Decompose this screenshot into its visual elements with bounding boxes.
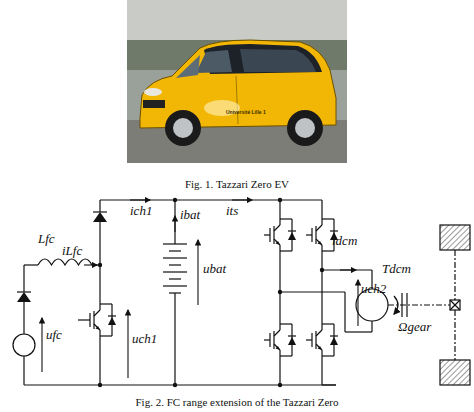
wheel — [440, 360, 470, 385]
voltage-label: uch2 — [361, 282, 386, 296]
wheel — [440, 225, 470, 250]
speed-label: Ωgear — [398, 320, 431, 334]
car-photo — [127, 0, 347, 163]
current-label: ibat — [180, 208, 200, 222]
current-label: ich1 — [130, 204, 152, 218]
current-label: iLfc — [62, 244, 82, 258]
circuit-wiring — [13, 200, 460, 385]
voltage-label: uch1 — [132, 332, 157, 346]
voltage-label: ubat — [203, 262, 226, 276]
voltage-label: ufc — [46, 328, 62, 342]
figure-caption: Fig. 2. FC range extension of the Tazzar… — [135, 396, 338, 408]
figure-caption: Fig. 1. Tazzari Zero EV — [185, 178, 289, 190]
torque-label: Tdcm — [382, 262, 411, 276]
signal-arrows — [42, 200, 358, 378]
current-label: idcm — [332, 234, 357, 248]
door-logo: Université Lille 1 — [226, 110, 266, 116]
inductor-label: Lfc — [38, 232, 55, 246]
current-label: its — [226, 204, 238, 218]
